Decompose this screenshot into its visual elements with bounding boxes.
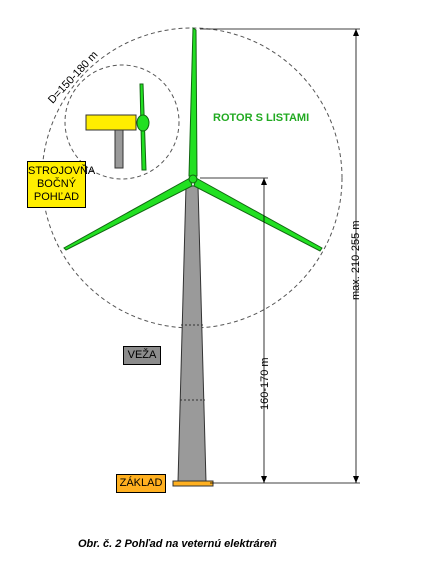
tower: [177, 185, 207, 483]
rotor-hub: [188, 174, 198, 184]
arrowhead: [353, 29, 359, 36]
nacelle-label-line: BOČNÝ: [36, 178, 77, 190]
inset-tower: [114, 129, 124, 169]
foundation-label: ZÁKLAD: [116, 474, 166, 493]
arrowhead: [261, 476, 267, 483]
inset-hub: [136, 114, 150, 132]
max-height-label: max. 210-255 m: [350, 220, 362, 300]
nacelle-label: STROJOVŇA BOČNÝ POHĽAD: [27, 161, 96, 208]
figure-caption: Obr. č. 2 Pohľad na veternú elektráreň: [78, 538, 277, 550]
hub-height-label: 160-170 m: [259, 357, 271, 410]
foundation: [172, 480, 214, 487]
tower-label: VEŽA: [123, 346, 161, 365]
inset-nacelle: [85, 114, 137, 131]
blade-left: [63, 177, 193, 251]
arrowhead: [261, 178, 267, 185]
nacelle-label-line: STROJOVŇA: [28, 165, 96, 177]
blade-top: [188, 27, 198, 177]
nacelle-inset-circle: [64, 64, 180, 180]
rotor-label: ROTOR S LISTAMI: [213, 112, 310, 124]
blade-right: [193, 177, 323, 252]
arrowhead: [353, 476, 359, 483]
nacelle-label-line: POHĽAD: [33, 191, 80, 203]
